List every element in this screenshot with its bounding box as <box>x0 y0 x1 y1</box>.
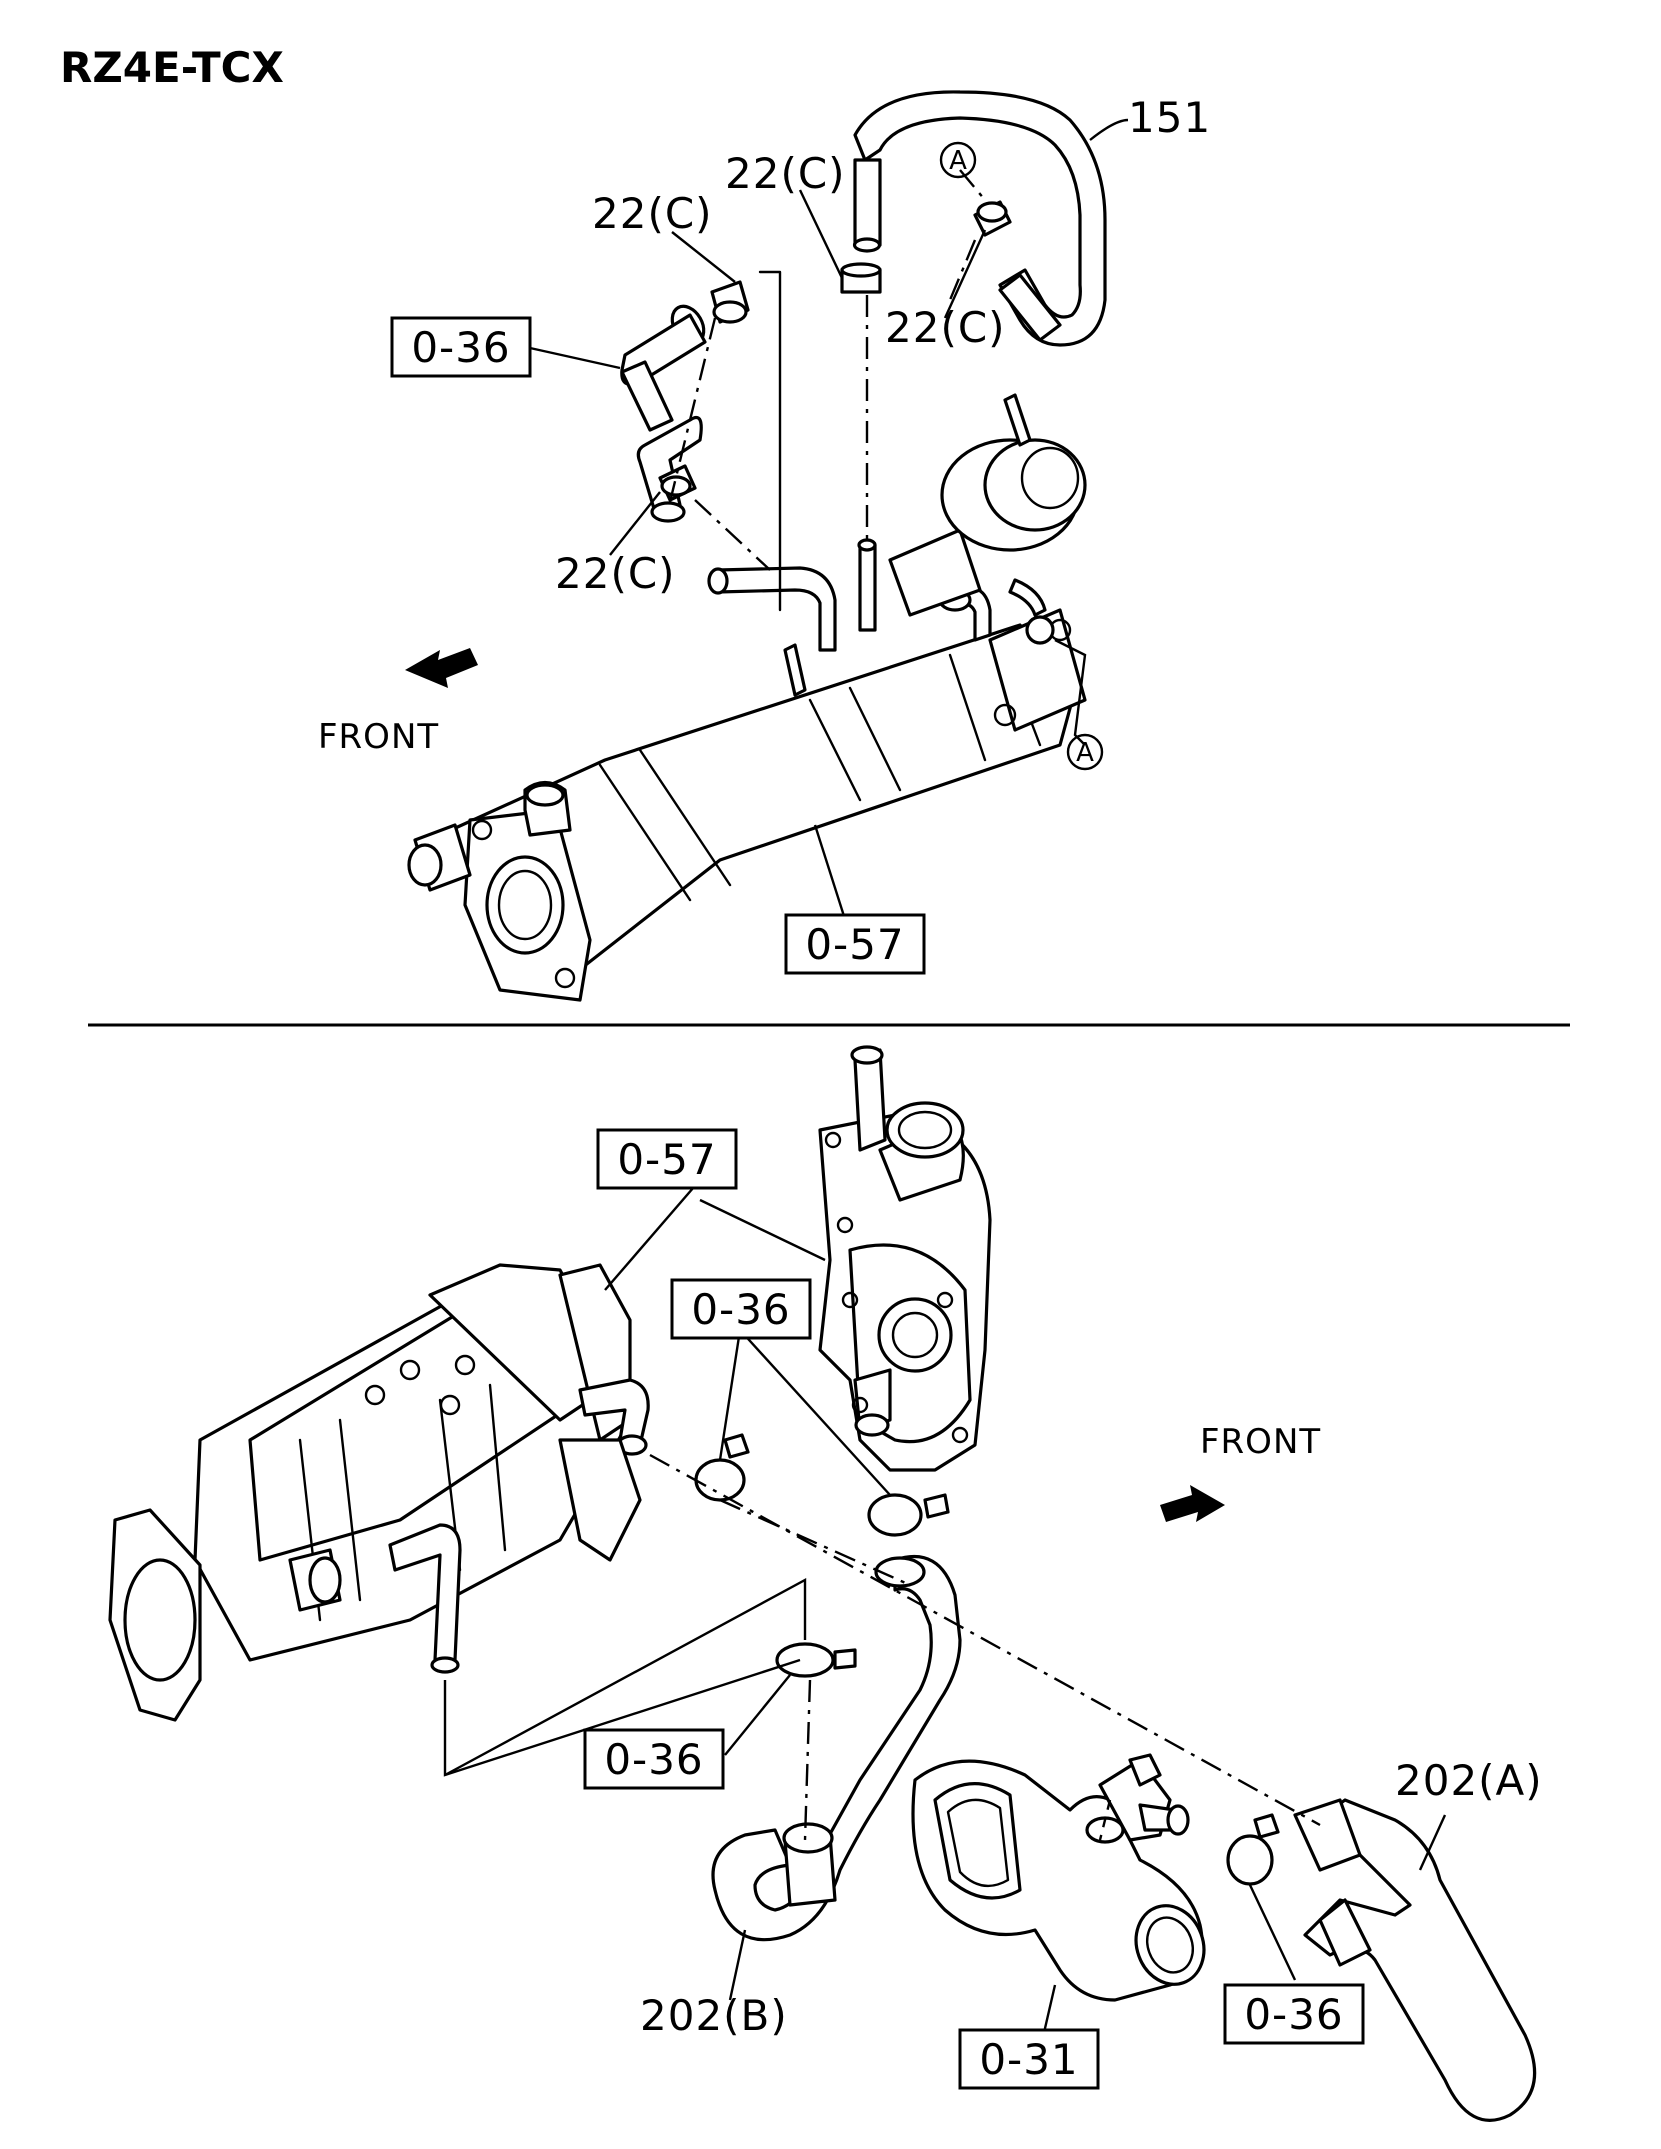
front-arrow-icon <box>405 648 478 688</box>
egr-cooler-bottom-part <box>108 1263 650 1722</box>
label-22c-a: 22(C) <box>592 189 713 238</box>
label-22c-d: 22(C) <box>555 549 676 598</box>
assembly-lines-top <box>666 169 1087 746</box>
front-arrow-bottom-icon <box>1160 1485 1225 1522</box>
box-0-31 <box>958 2028 1100 2090</box>
clamp-22c-parts <box>658 200 1012 502</box>
box-0-36-right <box>1223 1983 1365 2045</box>
label-22c-b: 22(C) <box>725 149 846 198</box>
hose-151-part <box>852 90 1107 347</box>
leader-clamp-middle <box>724 1674 791 1756</box>
leader-hose-202b <box>728 1929 747 2001</box>
label-0-36-upper: 0-36 <box>691 1285 790 1334</box>
leader-clamp-upper <box>718 1329 742 1461</box>
egr-cooler-part <box>407 608 1087 1002</box>
label-0-36-middle: 0-36 <box>604 1735 703 1784</box>
bottom-diagram: 0-57 0-36 0-36 0-36 0-31 202(B) 202(A) F… <box>108 1045 1543 2122</box>
leader-hose-0-36 <box>529 346 621 370</box>
label-0-36-right: 0-36 <box>1244 1990 1343 2039</box>
hose-202b-part <box>711 1555 962 1942</box>
hose-202a-part <box>1293 1798 1537 2122</box>
thermostat-housing-part <box>911 1753 1206 2002</box>
label-0-57-bottom: 0-57 <box>617 1135 716 1184</box>
marker-a-top <box>939 141 977 179</box>
leader-clamp-b <box>798 189 844 279</box>
top-diagram: 151 22(C) 22(C) 22(C) 22(C) 0-36 0-57 A … <box>318 90 1211 1002</box>
box-0-57-top <box>784 913 926 975</box>
egr-valve-part <box>888 393 1087 645</box>
leader-clamp-right <box>1248 1884 1297 1981</box>
label-0-36-top: 0-36 <box>411 323 510 372</box>
leader-clamp-d <box>609 491 661 556</box>
leader-clamp-a <box>671 231 736 283</box>
label-front-bottom: FRONT <box>1200 1422 1321 1462</box>
box-0-57-bottom <box>596 1128 738 1190</box>
marker-a-bottom <box>1066 733 1104 771</box>
model-title: RZ4E-TCX <box>60 43 284 92</box>
box-0-36-middle <box>583 1728 725 1790</box>
svg-text:A: A <box>1076 738 1094 768</box>
assembly-lines-bottom <box>443 1179 1321 1841</box>
label-22c-c: 22(C) <box>885 303 1006 352</box>
label-0-31: 0-31 <box>979 2035 1078 2084</box>
label-151: 151 <box>1128 93 1211 142</box>
label-front-top: FRONT <box>318 717 439 757</box>
box-0-36-top <box>390 316 532 378</box>
svg-text:A: A <box>949 146 967 176</box>
leader-clamp-c <box>943 229 987 319</box>
leader-clamp-upper-2 <box>739 1329 891 1496</box>
label-0-57-top: 0-57 <box>805 920 904 969</box>
leader-hose-202a <box>1418 1814 1447 1871</box>
box-0-36-upper <box>670 1278 812 1340</box>
label-202a: 202(A) <box>1395 1756 1543 1805</box>
label-202b: 202(B) <box>640 1991 788 2040</box>
leader-hose-151 <box>1089 118 1129 141</box>
water-outlet-part <box>818 1045 992 1472</box>
